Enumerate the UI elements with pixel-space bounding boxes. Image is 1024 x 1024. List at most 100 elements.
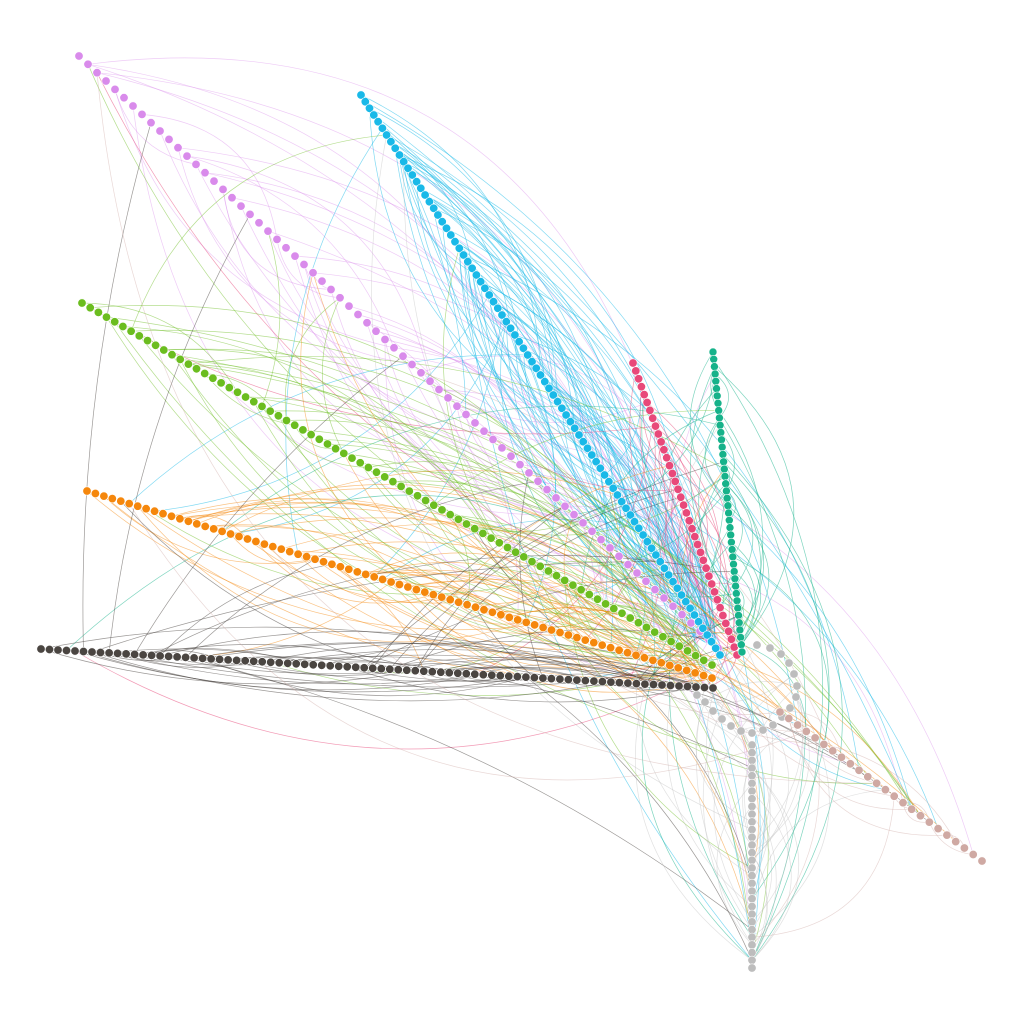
purple-node — [128, 101, 138, 111]
green-edge — [122, 326, 492, 539]
orange-edge — [179, 506, 774, 726]
gray-edge — [716, 783, 753, 946]
pink-brown-node — [775, 707, 785, 717]
dark-node — [351, 662, 361, 672]
gray-node — [747, 728, 757, 738]
gray-edge — [740, 637, 774, 853]
gray-node — [692, 690, 702, 700]
green-edge — [163, 348, 699, 622]
green-node — [224, 383, 234, 393]
red-node — [704, 571, 714, 581]
blue-edge — [458, 248, 605, 476]
orange-edge — [365, 562, 637, 656]
gray-edge — [751, 798, 777, 961]
gray-node — [747, 855, 757, 865]
blue-node — [574, 430, 584, 440]
purple-node — [245, 209, 255, 219]
orange-node — [420, 587, 430, 597]
dark-edge — [134, 648, 305, 665]
purple-edge — [240, 205, 674, 607]
green-node — [437, 505, 447, 515]
gray-node — [785, 703, 795, 713]
blue-edge — [399, 154, 477, 276]
dark-edge — [117, 653, 484, 685]
purple-node — [74, 51, 84, 61]
blue-node — [621, 503, 631, 513]
blue-node — [497, 310, 507, 320]
teal-node — [733, 603, 743, 613]
blue-node — [390, 143, 400, 153]
blue-node — [689, 610, 699, 620]
dark-edge — [134, 355, 404, 655]
purple-edge — [186, 155, 431, 382]
purple-node — [632, 568, 642, 578]
gray-edge — [751, 852, 768, 961]
orange-edge — [365, 569, 696, 674]
blue-edge — [403, 161, 592, 456]
blue-node — [467, 263, 477, 273]
blue-edge — [230, 321, 507, 535]
blue-edge — [578, 434, 717, 649]
dark-node — [589, 676, 599, 686]
blue-edge — [407, 167, 554, 396]
gray-edge — [696, 687, 753, 930]
green-node — [486, 533, 496, 543]
purple-node — [119, 93, 129, 103]
purple-node — [335, 293, 345, 303]
purple-node — [173, 143, 183, 153]
purple-axis — [74, 51, 723, 653]
red-edge — [639, 386, 735, 648]
orange-edge — [188, 498, 595, 643]
purple-node — [587, 526, 597, 536]
blue-node — [514, 337, 524, 347]
teal-node — [727, 537, 736, 547]
blue-node — [668, 577, 678, 587]
orange-node — [243, 534, 253, 544]
orange-node — [538, 622, 548, 632]
green-node — [412, 491, 422, 501]
dark-node — [495, 671, 505, 681]
red-node — [709, 587, 719, 597]
purple-node — [470, 418, 480, 428]
purple-node — [443, 393, 453, 403]
gray-node — [747, 948, 757, 958]
green-node — [551, 571, 561, 581]
dark-node — [538, 673, 548, 683]
gray-edge — [713, 673, 795, 923]
dark-node — [606, 677, 616, 687]
green-node — [102, 312, 112, 322]
dark-node — [53, 645, 63, 655]
green-node — [322, 439, 332, 449]
gray-node — [747, 748, 757, 758]
gray-edge — [751, 852, 768, 953]
pink-brown-node — [801, 726, 811, 736]
red-node — [628, 358, 638, 368]
teal-node — [714, 406, 724, 415]
orange-node — [285, 547, 295, 557]
teal-node — [734, 618, 744, 628]
green-edge — [392, 481, 732, 640]
orange-node — [699, 670, 709, 680]
green-node — [77, 298, 87, 308]
gray-node — [747, 840, 757, 850]
dark-node — [274, 658, 284, 668]
pink-brown-edge — [542, 627, 781, 715]
blue-node — [570, 423, 580, 433]
orange-edge — [680, 468, 725, 676]
green-node — [707, 660, 717, 670]
dark-node — [257, 657, 267, 667]
gray-edge — [751, 696, 810, 853]
blue-node — [540, 377, 550, 387]
purple-edge — [87, 63, 557, 498]
gray-edge — [371, 134, 753, 830]
orange-node — [614, 645, 624, 655]
pink-brown-node — [898, 798, 908, 808]
dark-edge — [228, 659, 407, 676]
gray-node — [747, 901, 757, 911]
green-node — [519, 552, 529, 562]
purple-node — [182, 151, 192, 161]
dark-node — [232, 655, 242, 665]
purple-node — [614, 551, 624, 561]
green-node — [576, 585, 586, 595]
purple-node — [434, 384, 444, 394]
